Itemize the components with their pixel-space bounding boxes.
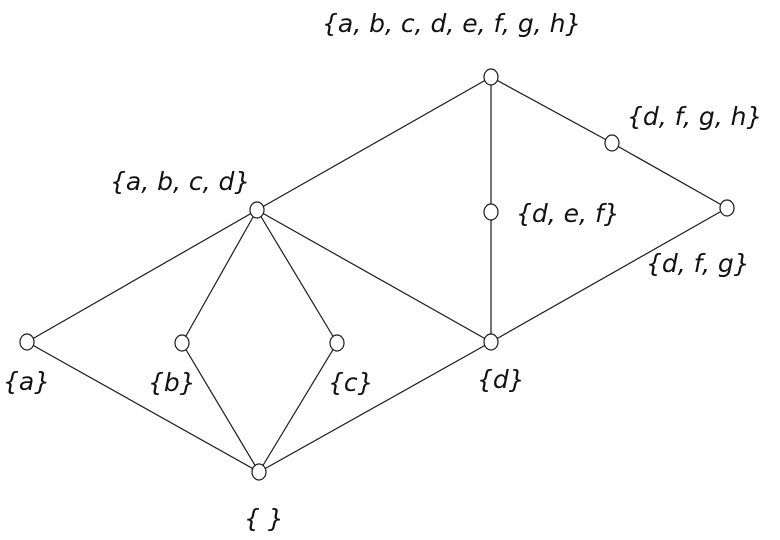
label-dfgh: {d, f, g, h} — [627, 102, 762, 131]
label-b: {b} — [148, 368, 196, 397]
node-dfgh — [604, 134, 620, 152]
edge-b-empty — [181, 342, 260, 473]
label-empty: { } — [244, 504, 284, 533]
edge-abcd-c — [256, 209, 338, 344]
edge-top-abcd — [256, 76, 492, 211]
edge-abcd-b — [181, 209, 258, 344]
label-dfg: {d, f, g} — [646, 249, 750, 278]
label-def: {d, e, f} — [516, 199, 620, 228]
edge-dfg-d — [490, 207, 728, 343]
label-top: {a, b, c, d, e, f, g, h} — [322, 9, 581, 38]
edges — [26, 76, 728, 473]
node-def — [483, 203, 499, 221]
node-c — [329, 334, 345, 352]
label-c: {c} — [328, 368, 374, 397]
label-a: {a} — [3, 367, 50, 396]
nodes — [19, 68, 735, 481]
edge-a-empty — [26, 341, 260, 473]
edge-abcd-d — [256, 209, 492, 343]
edge-top-dfgh — [490, 76, 613, 144]
edge-c-empty — [258, 342, 338, 473]
label-abcd: {a, b, c, d} — [110, 167, 250, 196]
node-empty — [251, 463, 267, 481]
edge-abcd-a — [26, 209, 258, 343]
node-a — [19, 333, 35, 351]
node-d — [483, 333, 499, 351]
label-d: {d} — [477, 365, 525, 394]
node-abcd — [249, 201, 265, 219]
node-b — [174, 334, 190, 352]
node-dfg — [719, 199, 735, 217]
edge-d-empty — [258, 341, 492, 473]
edge-dfgh-dfg — [611, 142, 728, 209]
node-top — [483, 68, 499, 86]
